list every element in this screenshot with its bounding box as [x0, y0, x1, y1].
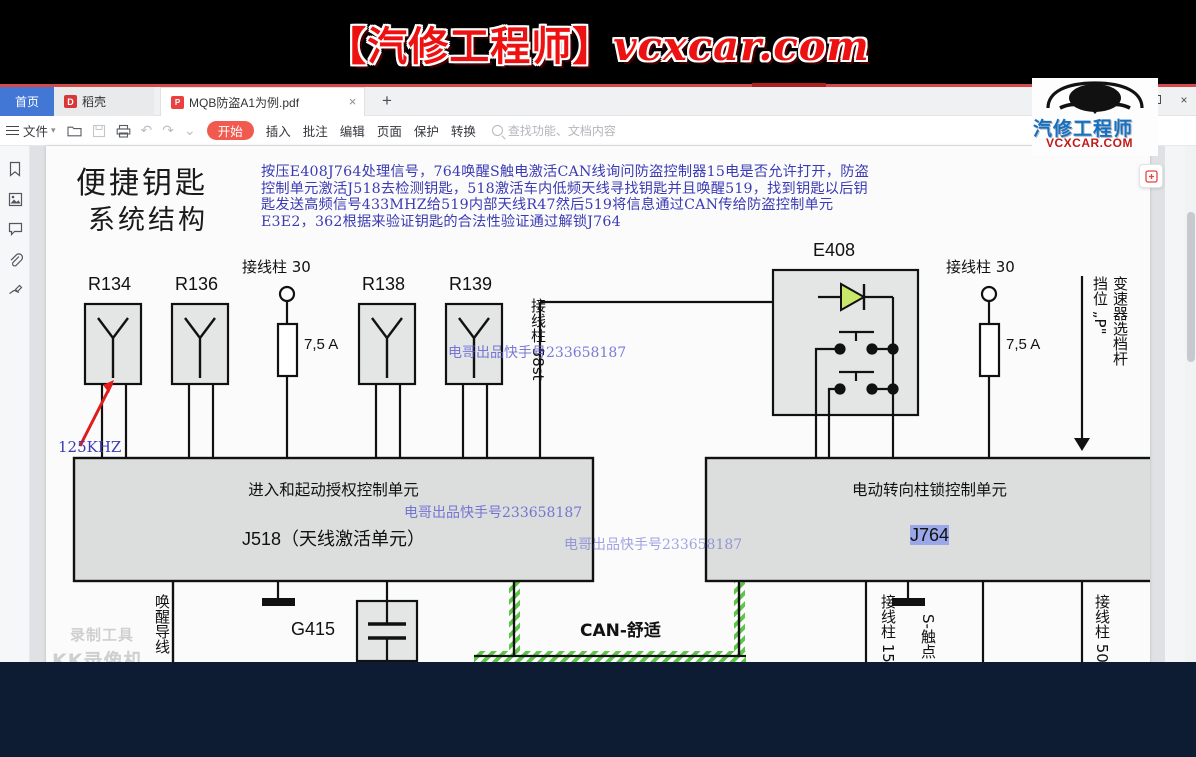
- wake-wire-label: 唤醒导线: [153, 594, 171, 654]
- j764-code: J764: [909, 525, 950, 545]
- left-rail: [0, 146, 30, 716]
- new-tab-button[interactable]: +: [382, 91, 392, 110]
- screen-share-marker: [752, 83, 826, 87]
- frequency-label-125khz: 125KHZ: [58, 438, 122, 456]
- tab-docer[interactable]: D 稻壳: [54, 87, 154, 116]
- author-watermark-3: 电哥出品快手号233658187: [564, 537, 743, 553]
- comment-icon[interactable]: [0, 214, 30, 244]
- s-contact-label: S-触点: [919, 614, 937, 659]
- can-bus-label: CAN-舒适: [580, 621, 661, 641]
- j764-code-wrap: J764: [706, 525, 1150, 546]
- diagram-title-line2: 系统结构: [88, 205, 208, 236]
- docer-icon: D: [64, 95, 77, 108]
- search-icon: [491, 125, 503, 136]
- banner-bracket-title: 【汽修工程师】: [326, 23, 614, 70]
- signature-icon[interactable]: [0, 274, 30, 304]
- banner-domain: vcxcar.com: [613, 23, 870, 70]
- close-icon[interactable]: ×: [1180, 93, 1188, 107]
- customize-icon[interactable]: ⌄: [184, 122, 196, 138]
- file-menu-button[interactable]: 文件 ▾: [0, 116, 62, 146]
- antenna-label-r138: R138: [362, 274, 406, 294]
- terminal-30-right-label: 接线柱 30: [946, 258, 1015, 276]
- terminal-15-label: 接线柱 15: [879, 594, 897, 663]
- antenna-label-r136: R136: [175, 274, 219, 294]
- tab-home[interactable]: 首页: [0, 87, 54, 116]
- brand-watermark-site: VCXCAR.COM: [1046, 136, 1134, 150]
- file-menu-label: 文件: [23, 125, 49, 139]
- scrollbar-thumb[interactable]: [1187, 212, 1195, 362]
- tab-page[interactable]: 页面: [376, 125, 402, 139]
- diagram-title-line1: 便捷钥匙: [76, 166, 208, 201]
- redo-icon[interactable]: ↷: [162, 122, 175, 138]
- j764-title: 电动转向柱锁控制单元: [851, 481, 1007, 499]
- j518-code: J518（天线激活单元）: [241, 529, 426, 549]
- search-input[interactable]: 查找功能、文档内容: [491, 122, 616, 139]
- author-watermark-2: 电哥出品快手号233658187: [404, 505, 583, 521]
- app-window: 首页 D 稻壳 P MQB防盗A1为例.pdf × + × 文件 ▾: [0, 78, 1196, 746]
- chevron-down-icon: ▾: [51, 125, 56, 135]
- undo-icon[interactable]: ↶: [140, 122, 153, 138]
- fuse-right-label: 7,5 A: [1006, 336, 1041, 353]
- pdf-icon: P: [171, 95, 184, 109]
- bookmark-icon[interactable]: [0, 154, 30, 184]
- gear-selector-label: 变速器选档杆 挡位 „P": [1091, 276, 1129, 366]
- save-icon[interactable]: [87, 116, 111, 146]
- tab-edit[interactable]: 编辑: [339, 125, 365, 139]
- print-icon[interactable]: [111, 116, 136, 146]
- open-folder-icon[interactable]: [62, 116, 87, 146]
- antenna-label-r139: R139: [449, 274, 493, 294]
- search-placeholder: 查找功能、文档内容: [507, 124, 616, 138]
- top-banner: 【汽修工程师】vcxcar.com: [0, 0, 1196, 84]
- diagram-annotation-note: 按压E408J764处理信号，764唤醒S触电激活CAN线询问防盗控制器15电是…: [261, 164, 869, 230]
- tab-document-label: MQB防盗A1为例.pdf: [189, 95, 300, 110]
- wiring-diagram: 便捷钥匙 系统结构 按压E408J764处理信号，764唤醒S触电激活CAN线询…: [46, 146, 1150, 716]
- terminal-30-left-label: 接线柱 30: [242, 258, 311, 276]
- close-tab-button[interactable]: ×: [348, 94, 357, 109]
- tab-insert[interactable]: 插入: [265, 125, 291, 139]
- tab-document[interactable]: P MQB防盗A1为例.pdf: [160, 87, 365, 116]
- tab-convert[interactable]: 转换: [450, 125, 476, 139]
- banner-title: 【汽修工程师】vcxcar.com: [0, 14, 1196, 72]
- tab-start[interactable]: 开始: [201, 116, 260, 146]
- e408-label: E408: [813, 240, 856, 260]
- ribbon-toolbar: 文件 ▾ ↶ ↷ ⌄ 开始 插入 批注 编辑 页面 保护 转换: [0, 116, 1196, 146]
- pdf-page: 便捷钥匙 系统结构 按压E408J764处理信号，764唤醒S触电激活CAN线询…: [46, 146, 1150, 716]
- brand-watermark: 汽修工程师 VCXCAR.COM: [1032, 78, 1158, 156]
- tab-strip: 首页 D 稻壳 P MQB防盗A1为例.pdf × + ×: [0, 87, 1196, 116]
- tab-start-label: 开始: [206, 121, 254, 140]
- desktop-taskbar: [0, 662, 1196, 757]
- recorder-watermark-line1: 录制工具: [70, 626, 135, 644]
- vertical-scrollbar[interactable]: [1185, 146, 1196, 716]
- thumbnail-icon[interactable]: [0, 184, 30, 214]
- attachment-icon[interactable]: [0, 244, 30, 274]
- tab-home-label: 首页: [14, 95, 39, 109]
- tab-annotate[interactable]: 批注: [302, 125, 328, 139]
- schematic-svg: [72, 268, 1150, 716]
- brand-watermark-cn: 汽修工程师: [1033, 118, 1134, 140]
- document-canvas: 便捷钥匙 系统结构 按压E408J764处理信号，764唤醒S触电激活CAN线询…: [30, 146, 1165, 716]
- author-watermark-1: 电哥出品快手号233658187: [448, 345, 627, 361]
- antenna-label-r134: R134: [88, 274, 132, 294]
- j518-title: 进入和起动授权控制单元: [248, 481, 419, 499]
- tab-protect[interactable]: 保护: [413, 125, 439, 139]
- screen-share-border: [0, 83, 1196, 87]
- fuse-left-label: 7,5 A: [304, 336, 339, 353]
- pdf-tools-float-button[interactable]: [1139, 164, 1163, 188]
- menu-icon: [6, 125, 19, 136]
- terminal-58st-label: 接线柱 58st: [529, 298, 547, 381]
- g415-label: G415: [291, 619, 336, 639]
- tab-docer-label: 稻壳: [82, 95, 107, 109]
